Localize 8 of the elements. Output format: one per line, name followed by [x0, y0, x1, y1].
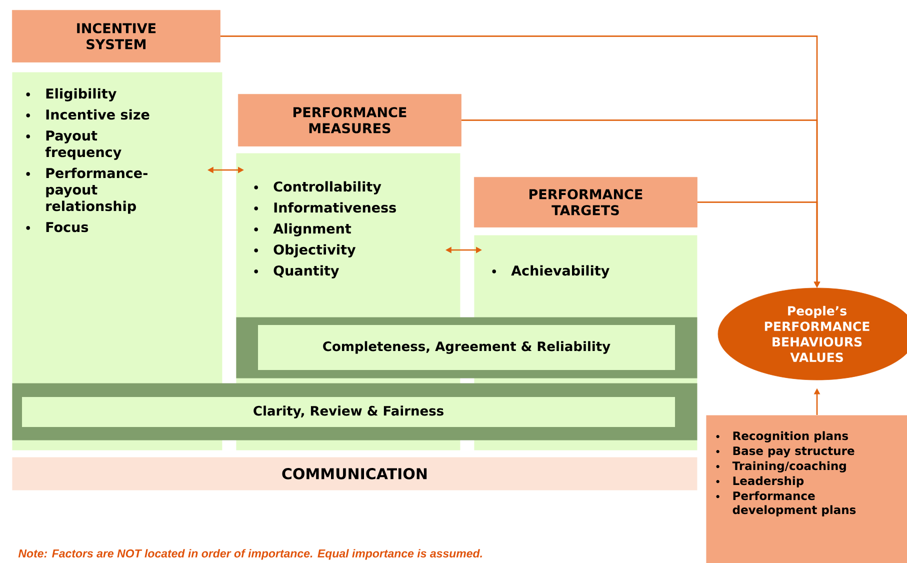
header-box: PERFORMANCE TARGETS: [474, 177, 698, 228]
banner: COMMUNICATION: [12, 457, 698, 490]
list-box: Recognition plans Base pay structure Training/coaching Leadership Performance development plans: [706, 415, 907, 563]
note: Note: Factors are NOT located in order of importance. Equal importance is assumed.: [18, 549, 482, 560]
header-box: PERFORMANCE MEASURES: [238, 94, 462, 146]
band: Completeness, Agreement & Reliability: [236, 317, 698, 378]
band: Clarity, Review & Fairness: [12, 383, 698, 440]
header-box: INCENTIVE SYSTEM: [12, 10, 220, 62]
